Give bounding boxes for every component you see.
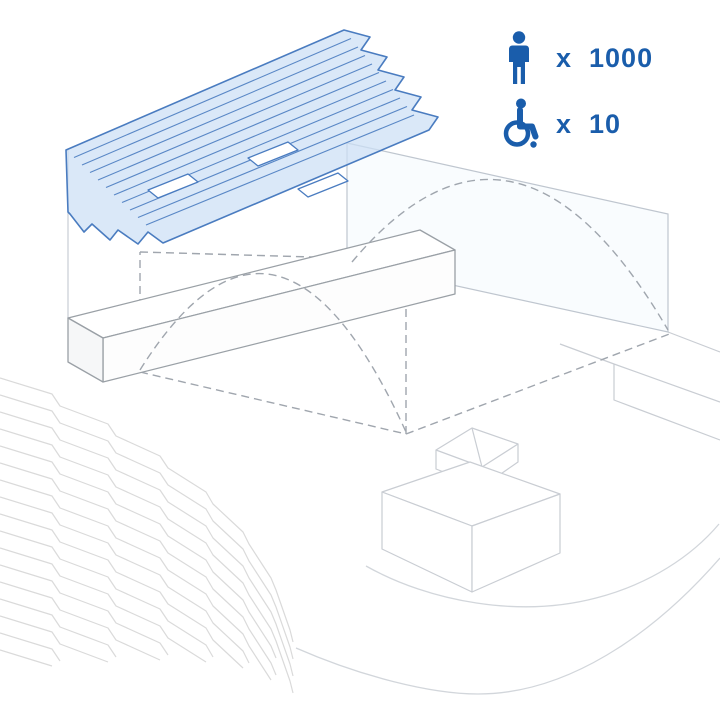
house-roof-ridge: [471, 427, 483, 468]
vault-arc-right: [351, 178, 669, 331]
ground-curve-inner: [365, 523, 720, 608]
person-icon: [490, 30, 548, 86]
hall-right-wall: [471, 493, 561, 593]
envelope-floor-front-right: [405, 332, 673, 435]
legend: x 1000 x 10: [490, 30, 653, 150]
person-multiplier-label: x 1000: [556, 42, 654, 73]
wheelchair-icon: [490, 98, 548, 150]
east-site-edges: [559, 331, 720, 441]
envelope-floor-front-left: [139, 371, 407, 435]
vault-arcs-dashed: [139, 178, 669, 433]
vault-arc-left: [139, 273, 407, 433]
podium-left-face: [67, 317, 104, 383]
podium-volume: [67, 229, 456, 383]
grandstand-structure: [65, 29, 439, 245]
wheelchair-multiplier-label: x 10: [556, 108, 622, 139]
legend-row-person: x 1000: [490, 30, 653, 86]
terrain-contours: [0, 377, 294, 694]
rear-plane: [346, 142, 669, 333]
legend-row-wheelchair: x 10: [490, 98, 653, 150]
site-buildings: [381, 331, 720, 593]
grandstand-vomitory-notches: [147, 141, 349, 199]
grandstand-row-lines: [73, 37, 415, 226]
ground-curve-outer: [295, 557, 720, 695]
ground-curves: [295, 523, 720, 695]
